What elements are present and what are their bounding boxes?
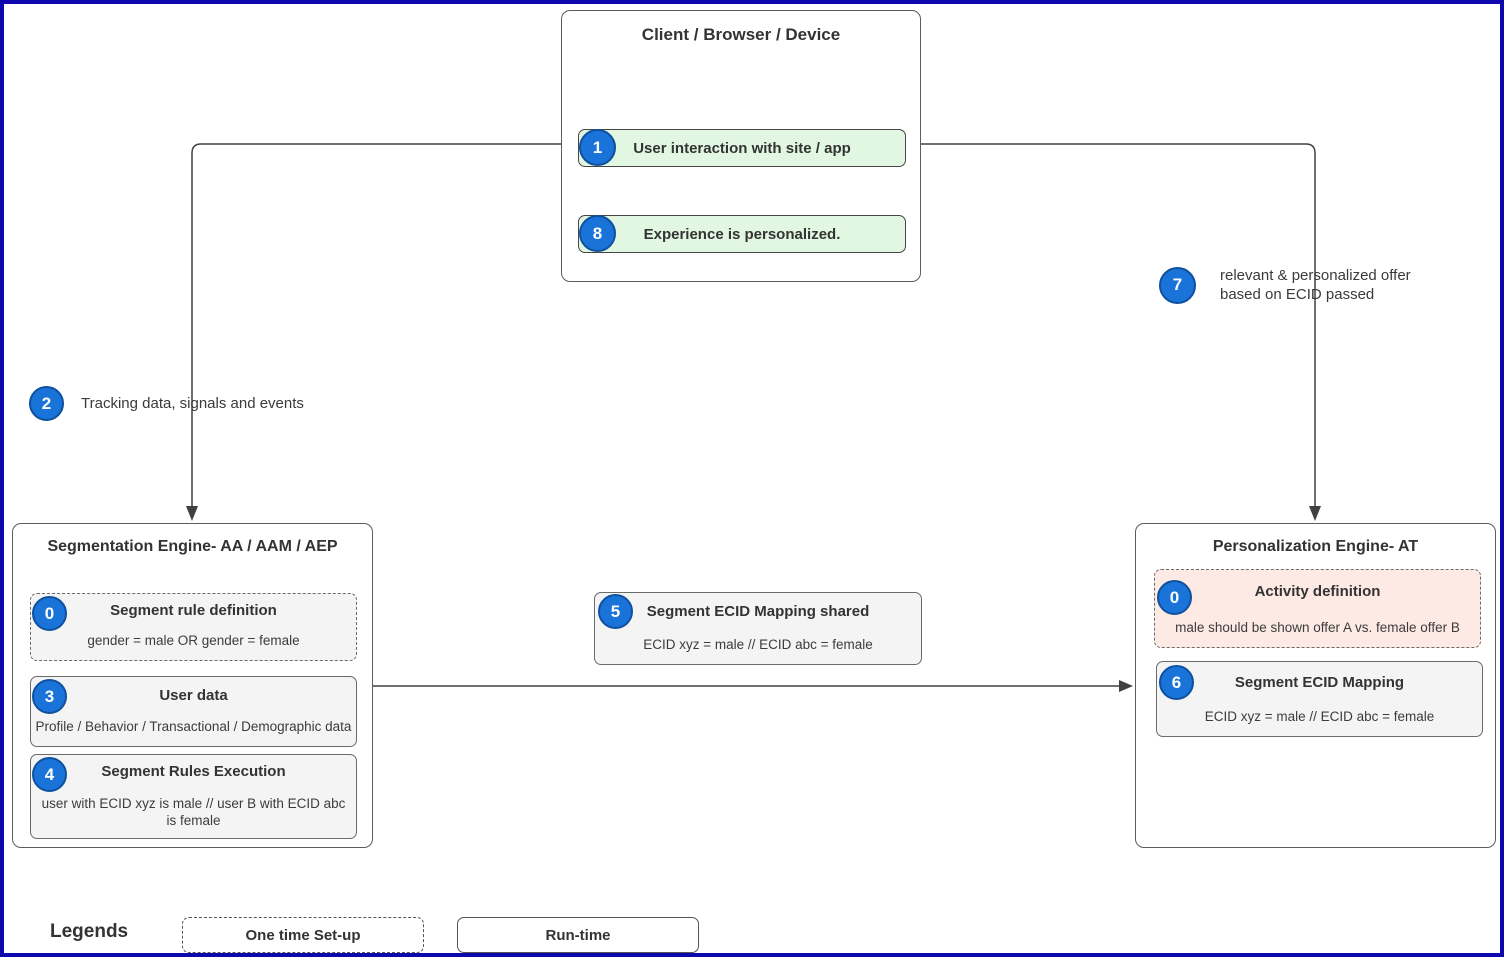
personalization-panel: Personalization Engine- AT 0 Activity de…	[1135, 523, 1496, 848]
annotation-tracking-text: Tracking data, signals and events	[81, 395, 304, 412]
step-badge-1: 1	[579, 129, 616, 166]
annotation-offer: 7 relevant & personalized offer based on…	[1159, 266, 1411, 304]
step-badge-3: 3	[32, 679, 67, 714]
personalization-panel-title: Personalization Engine- AT	[1212, 538, 1419, 555]
card-segment-ecid-mapping: 6 Segment ECID Mapping ECID xyz = male /…	[1156, 661, 1483, 737]
arrowhead-to-personalization	[1309, 506, 1321, 521]
arrowhead-to-segmentation	[186, 506, 198, 521]
step-experience-personalized: 8 Experience is personalized.	[578, 215, 906, 253]
legend-title: Legends	[50, 921, 129, 942]
step-badge-6: 6	[1159, 665, 1194, 700]
step-user-interaction-label: User interaction with site / app	[633, 139, 851, 157]
card-segment-ecid-mapping-sub: ECID xyz = male // ECID abc = female	[1204, 709, 1435, 724]
client-panel: Client / Browser / Device 1 User interac…	[561, 10, 921, 282]
step-user-interaction: 1 User interaction with site / app	[578, 129, 906, 167]
card-segment-rules-execution-title: Segment Rules Execution	[101, 763, 286, 780]
annotation-offer-text: relevant & personalized offer based on E…	[1220, 267, 1411, 303]
step-badge-0-personalization: 0	[1157, 580, 1192, 615]
step-badge-7: 7	[1159, 266, 1196, 304]
step-badge-4: 4	[32, 757, 67, 792]
card-segment-rule-definition: 0 Segment rule definition gender = male …	[30, 593, 357, 661]
card-user-data-sub: Profile / Behavior / Transactional / Dem…	[35, 719, 352, 734]
card-activity-definition-title: Activity definition	[1254, 583, 1381, 600]
client-panel-title: Client / Browser / Device	[641, 25, 841, 44]
card-segment-ecid-mapping-shared: 5 Segment ECID Mapping shared ECID xyz =…	[594, 592, 922, 665]
card-segment-rule-definition-sub: gender = male OR gender = female	[87, 633, 300, 648]
card-user-data: 3 User data Profile / Behavior / Transac…	[30, 676, 357, 747]
legend-one-time-setup: One time Set-up	[182, 917, 424, 953]
arrowhead-segment-sharing	[1119, 680, 1133, 692]
card-segment-ecid-mapping-shared-sub: ECID xyz = male // ECID abc = female	[643, 637, 873, 652]
step-experience-personalized-label: Experience is personalized.	[643, 225, 841, 243]
segmentation-panel: Segmentation Engine- AA / AAM / AEP 0 Se…	[12, 523, 373, 848]
card-segment-rules-execution: 4 Segment Rules Execution user with ECID…	[30, 754, 357, 839]
arrow-client-to-personalization	[921, 143, 1316, 508]
card-segment-ecid-mapping-shared-title: Segment ECID Mapping shared	[646, 603, 870, 620]
card-activity-definition: 0 Activity definition male should be sho…	[1154, 569, 1481, 648]
legend-run-time: Run-time	[457, 917, 699, 953]
step-badge-8: 8	[579, 215, 616, 252]
segmentation-panel-title: Segmentation Engine- AA / AAM / AEP	[47, 538, 338, 555]
card-segment-ecid-mapping-title: Segment ECID Mapping	[1234, 674, 1405, 691]
card-segment-rule-definition-title: Segment rule definition	[110, 602, 277, 619]
arrow-client-to-segmentation	[191, 143, 561, 508]
step-badge-5: 5	[598, 594, 633, 629]
step-badge-0-segmentation: 0	[32, 596, 67, 631]
annotation-tracking: 2 Tracking data, signals and events	[29, 386, 304, 421]
card-user-data-title: User data	[159, 687, 228, 704]
card-activity-definition-sub: male should be shown offer A vs. female …	[1175, 620, 1460, 635]
step-badge-2: 2	[29, 386, 64, 421]
card-segment-rules-execution-sub: user with ECID xyz is male // user B wit…	[41, 796, 346, 828]
